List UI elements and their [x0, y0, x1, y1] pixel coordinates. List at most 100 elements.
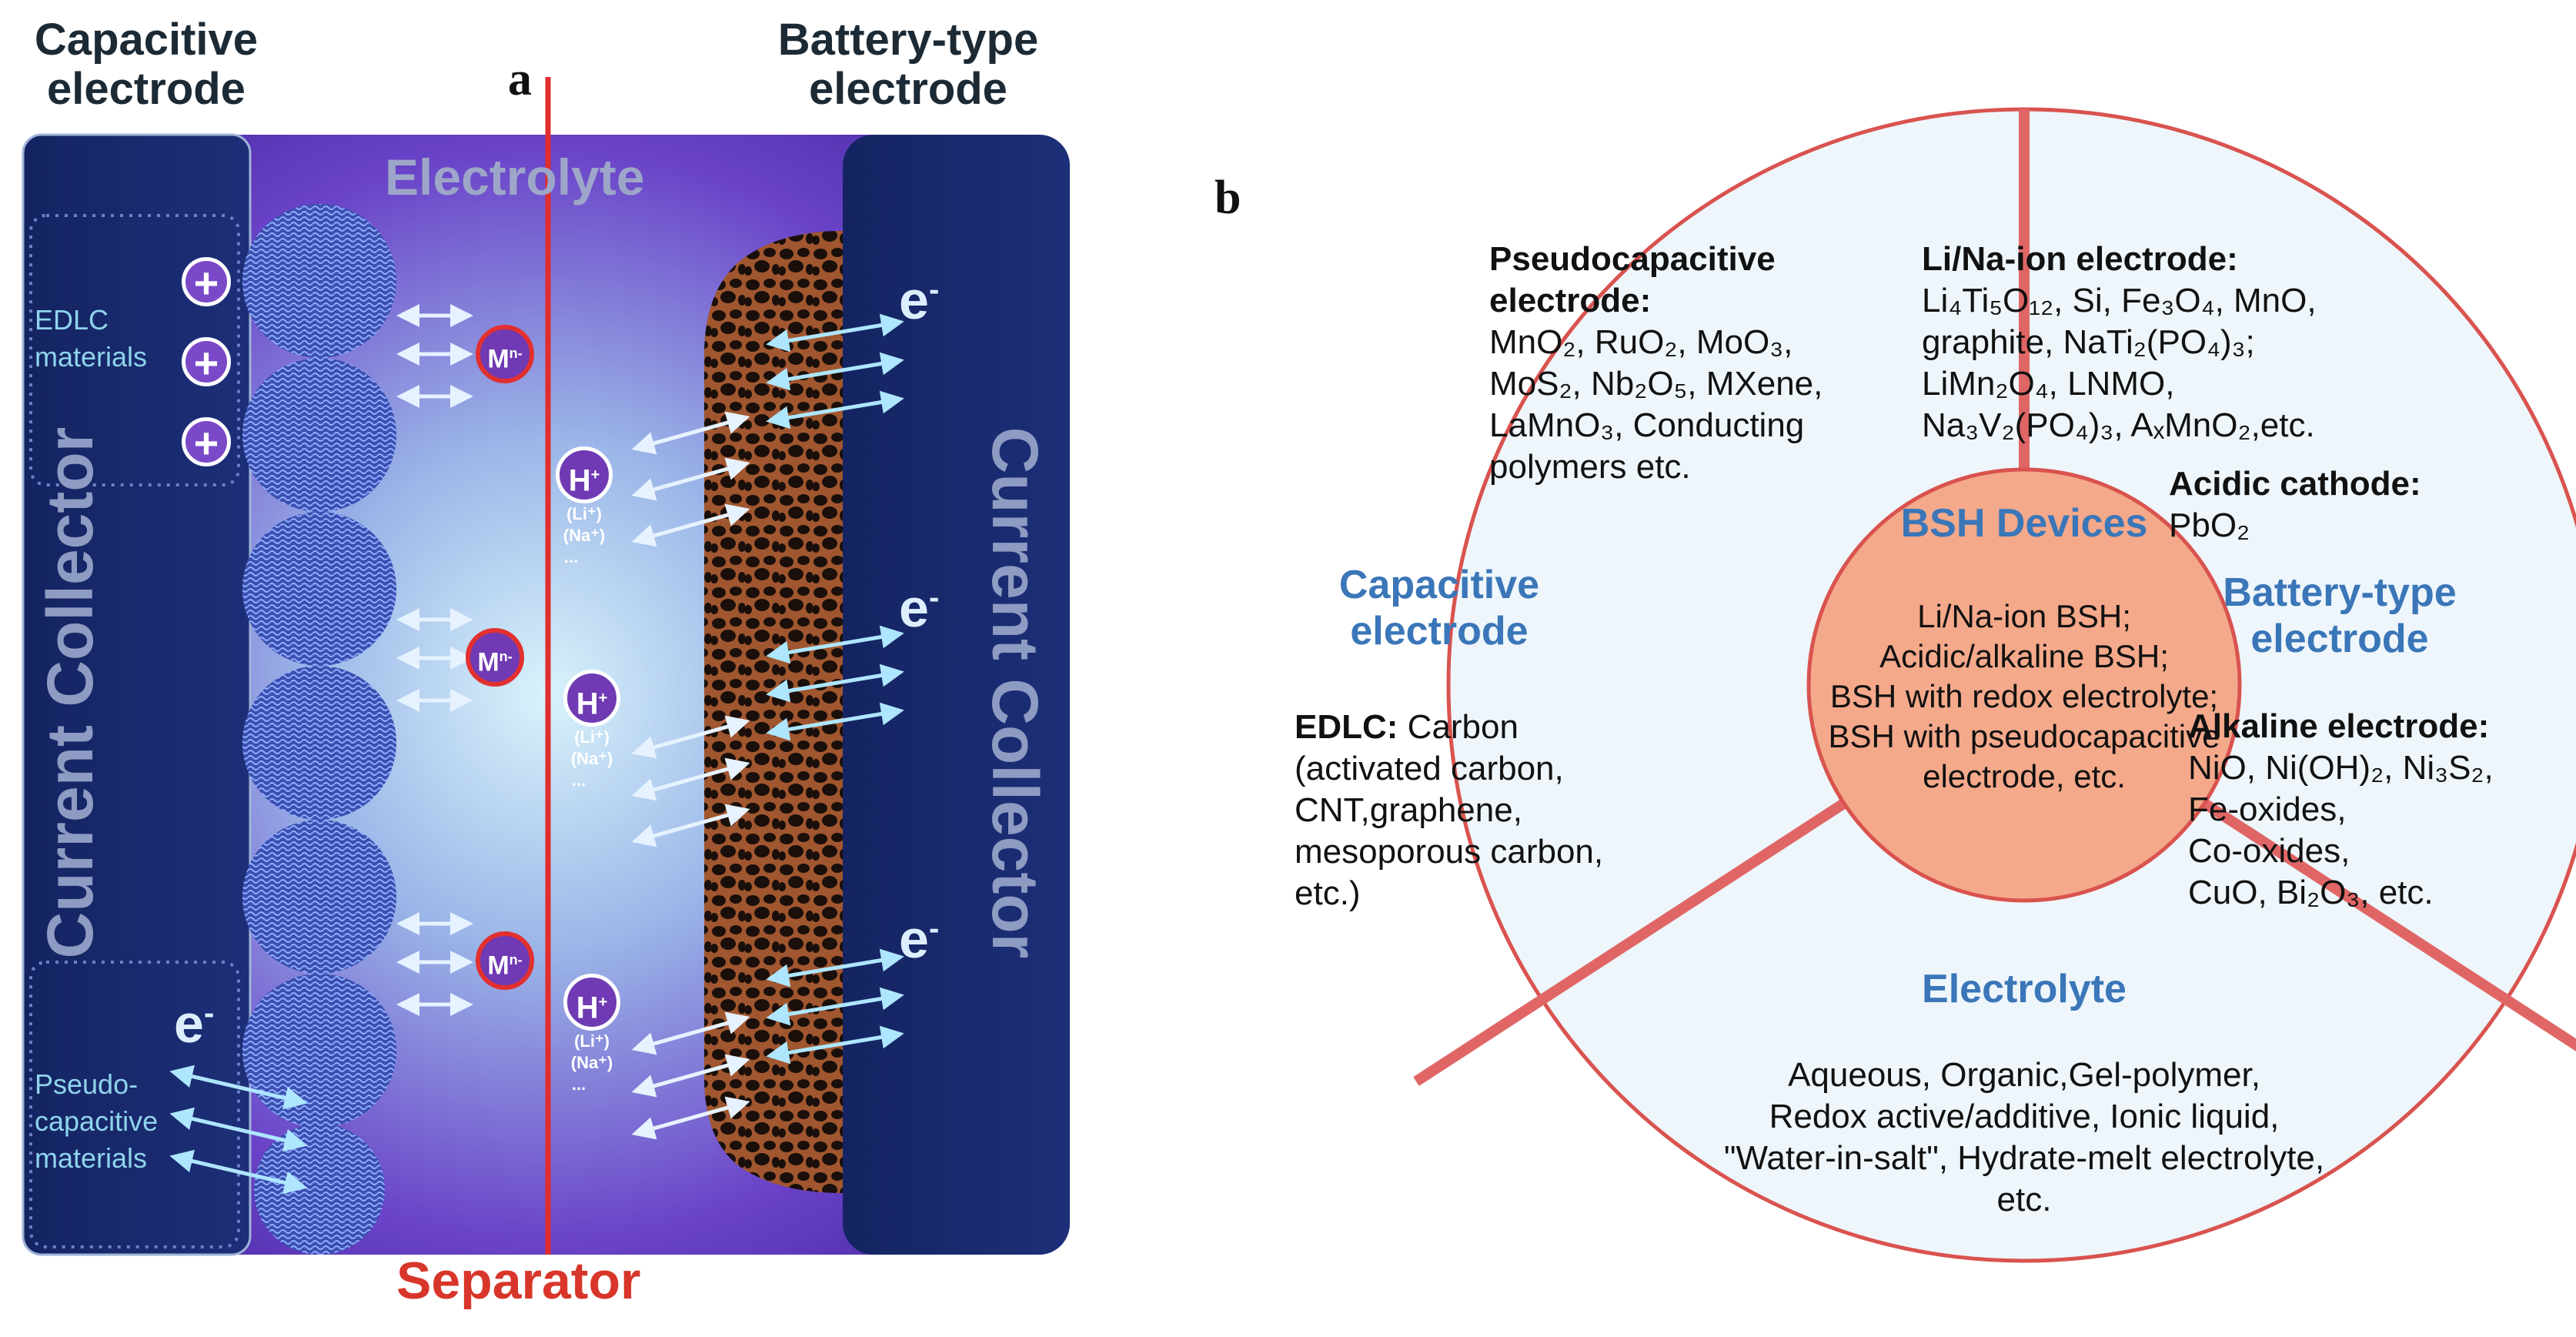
- pseudocap-line: MoS₂, Nb₂O₅, MXene,: [1489, 365, 1823, 403]
- electron-arrows-left: [169, 1065, 308, 1195]
- battery-header-line1: Battery-type: [777, 15, 1039, 65]
- pseudocap-line: MnO₂, RuO₂, MoO₃,: [1489, 323, 1793, 361]
- bsh-line: electrode, etc.: [1923, 758, 2126, 794]
- li-na-ion-block: Li/Na-ion electrode: Li₄Ti₅O₁₂, Si, Fe₃O…: [1922, 239, 2461, 446]
- alkaline-block: Alkaline electrode: NiO, Ni(OH)₂, Ni₃S₂,…: [2188, 706, 2542, 914]
- cap-title-line1: Capacitive: [1338, 563, 1540, 607]
- bsh-devices-list: Li/Na-ion BSH; Acidic/alkaline BSH; BSH …: [1639, 597, 2409, 797]
- pseudocapacitive-block: Pseudocapacitive electrode: MnO₂, RuO₂, …: [1489, 239, 1951, 488]
- li-na-line: Li₄Ti₅O₁₂, Si, Fe₃O₄, MnO,: [1922, 282, 2317, 319]
- pseudocap-line: polymers etc.: [1489, 448, 1691, 486]
- li-ion-label: (Li⁺): [574, 727, 610, 747]
- battery-electrode-header: Battery-type electrode: [739, 15, 1078, 114]
- pseudocap-head-line2: electrode:: [1489, 282, 1652, 319]
- electron-label: e-: [899, 578, 940, 638]
- battery-ion-arrows: [631, 411, 750, 1140]
- pseudo-label-line3: materials: [35, 1142, 148, 1174]
- edlc-label-line2: materials: [35, 341, 148, 373]
- li-na-line: graphite, NaTi₂(PO₄)₃;: [1922, 323, 2255, 361]
- edlc-line: CNT,graphene,: [1295, 791, 1522, 829]
- anion-m-icon: Mn-: [476, 325, 534, 383]
- center-circle: [1806, 467, 2242, 903]
- plus-charge-icon: +: [182, 337, 231, 386]
- bsh-line: BSH with redox electrolyte;: [1829, 678, 2219, 714]
- edlc-label-line1: EDLC: [35, 304, 109, 336]
- supercapacitor-schematic: Current Collector Current Collector: [22, 77, 1070, 1256]
- left-current-collector: [22, 133, 252, 1256]
- capacitive-electrode-title: Capacitive electrode: [1301, 562, 1578, 654]
- edlc-line: etc.): [1295, 874, 1361, 912]
- acidic-cathode-block: Acidic cathode: PbO₂: [2169, 463, 2492, 546]
- na-ion-label: (Na⁺): [570, 1053, 613, 1072]
- anion-m-icon: Mn-: [476, 931, 534, 990]
- edlc-block: EDLC: Carbon (activated carbon, CNT,grap…: [1295, 707, 1664, 914]
- battery-electrode-title: Battery-type electrode: [2193, 570, 2486, 662]
- pseudo-label-line2: capacitive: [35, 1105, 159, 1137]
- bsh-devices-title: BSH Devices: [1900, 501, 2148, 546]
- pseudocap-line: LaMnO₃, Conducting: [1489, 406, 1805, 444]
- pseudo-label-line1: Pseudo-: [35, 1068, 139, 1100]
- electrolyte-line: "Water-in-salt", Hydrate-melt electrolyt…: [1723, 1139, 2325, 1177]
- separator-label: Separator: [396, 1252, 641, 1310]
- alkaline-line: Co-oxides,: [2188, 832, 2350, 870]
- na-ion-label: (Na⁺): [563, 526, 606, 545]
- bsh-line: Li/Na-ion BSH;: [1917, 598, 2131, 634]
- electron-label: e-: [899, 909, 940, 969]
- anion-m-icon: Mn-: [466, 628, 524, 687]
- electron-arrows-right: [766, 313, 904, 1065]
- alkaline-line: Fe-oxides,: [2188, 791, 2347, 828]
- edlc-materials-label: EDLC materials: [35, 302, 147, 376]
- li-na-head: Li/Na-ion electrode:: [1922, 240, 2238, 278]
- battery-header-line2: electrode: [809, 64, 1007, 114]
- panel-b-letter: b: [1214, 172, 1241, 224]
- electrolyte-title-b: Electrolyte: [1922, 967, 2127, 1011]
- electrolyte-line: Redox active/additive, Ionic liquid,: [1769, 1098, 2280, 1135]
- electron-label: e-: [174, 994, 215, 1054]
- bat-title-line2: electrode: [2250, 617, 2429, 661]
- edlc-line: mesoporous carbon,: [1295, 833, 1604, 871]
- current-collector-right-label: Current Collector: [979, 427, 1051, 959]
- bsh-wheel: [1413, 107, 2576, 1263]
- electrolyte-list: Aqueous, Organic,Gel-polymer, Redox acti…: [1524, 1055, 2524, 1221]
- alkaline-line: CuO, Bi₂O₃, etc.: [2188, 874, 2434, 911]
- cation-group-3: H+ (Li⁺) (Na⁺) ...: [563, 974, 633, 1095]
- divider-right: [2167, 777, 2576, 1051]
- capacitive-header-line2: electrode: [47, 64, 246, 114]
- electrolyte-label-a: Electrolyte: [385, 149, 645, 206]
- electrolyte-line: etc.: [1996, 1181, 2052, 1218]
- alkaline-line: NiO, Ni(OH)₂, Ni₃S₂,: [2188, 749, 2494, 787]
- li-ion-label: (Li⁺): [566, 504, 602, 523]
- capacitive-ion-arrows: [396, 304, 473, 1016]
- cation-h-icon: H+: [563, 670, 620, 727]
- pseudocap-head-line1: Pseudocapacitive: [1489, 240, 1776, 278]
- acidic-value: PbO₂: [2169, 506, 2250, 544]
- cation-h-icon: H+: [563, 974, 620, 1031]
- plus-charge-icon: +: [182, 257, 231, 306]
- cation-h-icon: H+: [556, 446, 613, 503]
- bsh-line: Acidic/alkaline BSH;: [1879, 638, 2169, 674]
- edlc-first-line: EDLC: Carbon: [1295, 708, 1519, 746]
- ellipsis: ...: [571, 770, 586, 790]
- bat-title-line1: Battery-type: [2223, 570, 2457, 615]
- pseudo-materials-label: Pseudo- capacitive materials: [35, 1066, 158, 1177]
- li-ion-label: (Li⁺): [574, 1031, 610, 1051]
- electrolyte-line: Aqueous, Organic,Gel-polymer,: [1788, 1056, 2260, 1094]
- ellipsis: ...: [563, 547, 579, 567]
- plus-charge-icon: +: [182, 417, 231, 466]
- ellipsis: ...: [571, 1075, 586, 1094]
- panel-a-letter: a: [508, 53, 532, 105]
- li-na-line: LiMn₂O₄, LNMO,: [1922, 365, 2175, 403]
- edlc-line: (activated carbon,: [1295, 750, 1564, 787]
- capacitive-electrode-header: Capacitive electrode: [0, 15, 292, 114]
- cation-group-2: H+ (Li⁺) (Na⁺) ...: [563, 670, 633, 791]
- capacitive-header-line1: Capacitive: [34, 15, 259, 65]
- alkaline-head: Alkaline electrode:: [2188, 707, 2490, 745]
- capacitive-spheres: [242, 204, 396, 1255]
- cap-title-line2: electrode: [1350, 609, 1529, 653]
- bsh-line: BSH with pseudocapacitive: [1828, 718, 2220, 754]
- li-na-line: Na₃V₂(PO₄)₃, AₓMnO₂,etc.: [1922, 406, 2315, 444]
- na-ion-label: (Na⁺): [570, 749, 613, 768]
- acidic-head: Acidic cathode:: [2169, 465, 2421, 503]
- current-collector-left-label: Current Collector: [34, 427, 106, 959]
- divider-left: [1413, 777, 1881, 1086]
